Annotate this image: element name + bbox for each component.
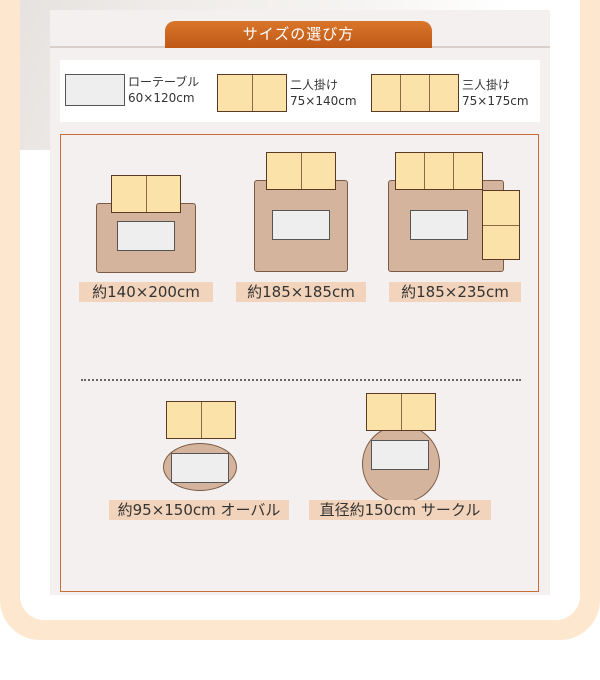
size-label-185x185: 約185×185cm xyxy=(236,282,366,302)
legend-item-two-seater: 二人掛け 75×140cm xyxy=(217,74,357,112)
two-seater-sofa xyxy=(266,152,336,190)
legend-name: 三人掛け xyxy=(462,78,511,92)
three-seater-sofa xyxy=(395,152,483,190)
legend-size: 75×140cm xyxy=(290,94,357,108)
low-table xyxy=(171,453,229,483)
two-seater-sofa xyxy=(111,175,181,213)
two-seater-sofa-side xyxy=(482,190,520,260)
low-table xyxy=(117,221,175,251)
legend-name: 二人掛け xyxy=(290,78,339,92)
two-seater-sofa-icon xyxy=(217,74,287,112)
low-table xyxy=(272,210,330,240)
two-seater-sofa xyxy=(166,401,236,439)
two-seater-sofa xyxy=(366,393,436,431)
legend-name: ローテーブル xyxy=(128,75,200,89)
size-label-circle: 直径約150cm サークル xyxy=(309,500,491,520)
three-seater-sofa-icon xyxy=(371,74,459,112)
content-card: サイズの選び方 ローテーブル 60×120cm 二人掛け 75×140cm 三人… xyxy=(20,0,580,620)
legend-item-three-seater: 三人掛け 75×175cm xyxy=(371,74,529,112)
legend: ローテーブル 60×120cm 二人掛け 75×140cm 三人掛け 75×17… xyxy=(60,60,540,122)
layout-diagrams: 約140×200cm 約185×185cm 約185×235cm 約95×150… xyxy=(60,134,539,592)
legend-size: 75×175cm xyxy=(462,94,529,108)
legend-size: 60×120cm xyxy=(128,91,195,105)
legend-item-low-table: ローテーブル 60×120cm xyxy=(65,74,199,106)
size-label-185x235: 約185×235cm xyxy=(389,282,521,302)
size-label-140x200: 約140×200cm xyxy=(79,282,213,302)
size-label-oval: 約95×150cm オーバル xyxy=(109,500,289,520)
section-title: サイズの選び方 xyxy=(165,21,432,48)
divider-dotted xyxy=(81,379,521,381)
low-table-icon xyxy=(65,74,125,106)
low-table xyxy=(410,210,468,240)
low-table xyxy=(371,440,429,470)
